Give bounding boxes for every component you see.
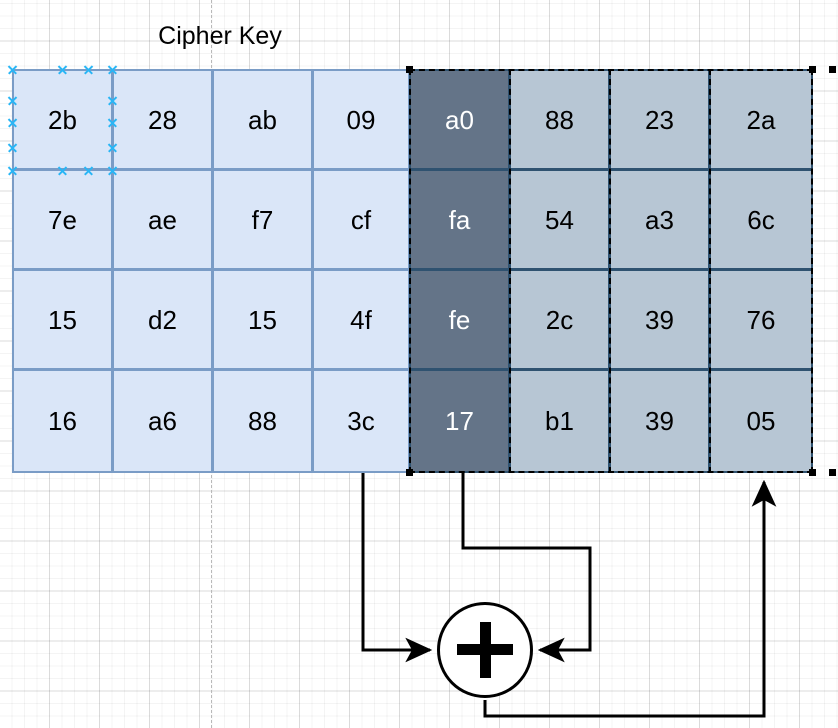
wire-left-input bbox=[361, 473, 433, 663]
matrix-cell-r1c6[interactable]: a3 bbox=[609, 169, 710, 270]
matrix-cell-r1c1[interactable]: ae bbox=[112, 169, 213, 270]
matrix-cell-r0c4[interactable]: a0 bbox=[409, 69, 510, 170]
matrix-cell-r2c0[interactable]: 15 bbox=[12, 269, 113, 370]
matrix-cell-r1c0[interactable]: 7e bbox=[12, 169, 113, 270]
page-title: Cipher Key bbox=[158, 22, 282, 50]
matrix-cell-r1c2[interactable]: f7 bbox=[212, 169, 313, 270]
matrix-cell-r0c1[interactable]: 28 bbox=[112, 69, 213, 170]
wire-xor-output bbox=[483, 479, 777, 718]
matrix-cell-r1c3[interactable]: cf bbox=[312, 169, 410, 270]
xor-node[interactable] bbox=[437, 602, 533, 698]
matrix-cell-r1c4[interactable]: fa bbox=[409, 169, 510, 270]
matrix-cell-r3c1[interactable]: a6 bbox=[112, 369, 213, 473]
matrix-cell-r0c5[interactable]: 88 bbox=[509, 69, 610, 170]
matrix-cell-r1c7[interactable]: 6c bbox=[709, 169, 813, 270]
matrix-cell-r2c1[interactable]: d2 bbox=[112, 269, 213, 370]
matrix-cell-r0c0[interactable]: 2b bbox=[12, 69, 113, 170]
wire-right-input bbox=[461, 473, 592, 663]
matrix-cell-r3c0[interactable]: 16 bbox=[12, 369, 113, 473]
matrix-cell-r2c2[interactable]: 15 bbox=[212, 269, 313, 370]
xor-plus-icon-vertical bbox=[479, 622, 491, 678]
matrix-cell-r3c3[interactable]: 3c bbox=[312, 369, 410, 473]
